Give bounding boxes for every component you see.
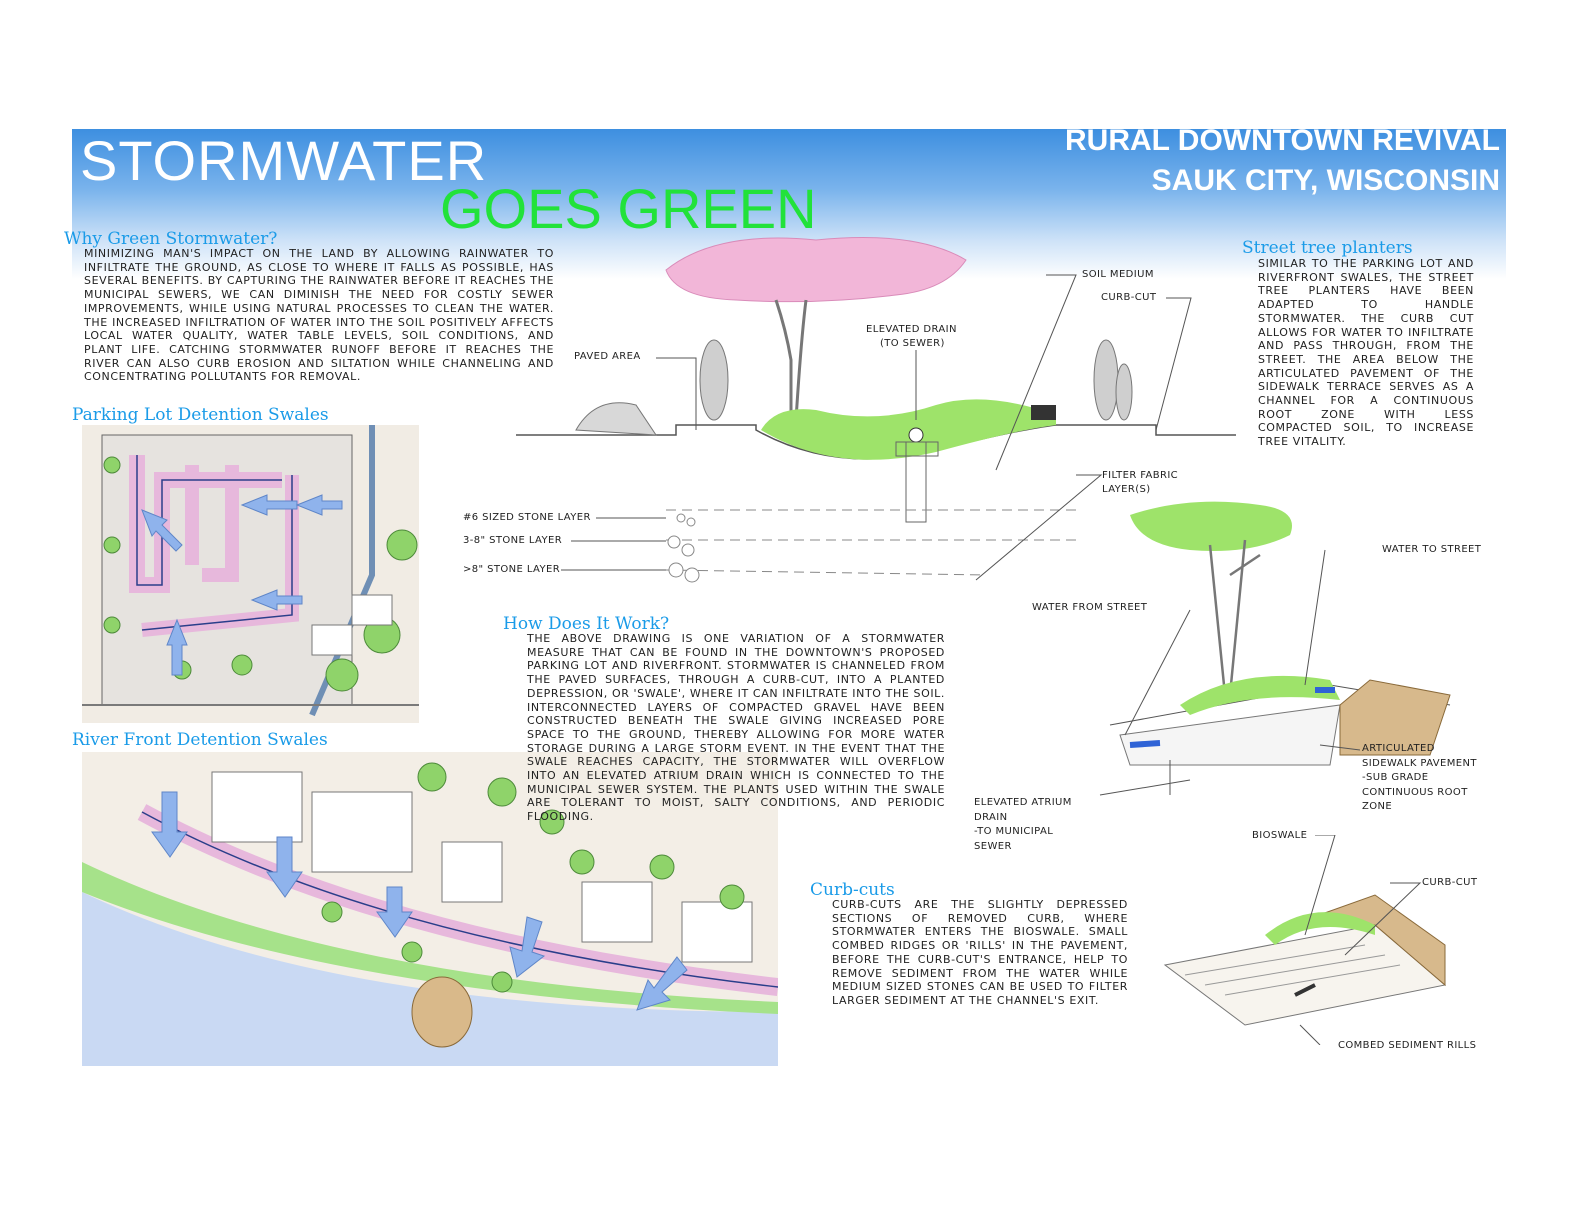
- label-articulated-pavement: Articulated sidewalk pavement -sub grade…: [1362, 743, 1477, 812]
- swale-section-drawing: [516, 237, 1236, 583]
- title-goes-green: GOES GREEN: [440, 177, 817, 240]
- title-stormwater: STORMWATER: [80, 129, 488, 192]
- why-heading: Why Green Stormwater?: [64, 229, 278, 249]
- street-tree-heading: Street tree planters: [1242, 238, 1413, 258]
- label-water-from-street: Water from street: [1032, 602, 1148, 613]
- street-tree-text: Similar to the parking lot and riverfron…: [1258, 257, 1474, 449]
- label-filter-fabric: Filter fabric: [1102, 470, 1179, 481]
- label-curb-cut-2: Curb-cut: [1422, 877, 1478, 888]
- parking-heading: Parking Lot Detention Swales: [72, 405, 329, 425]
- project-location: SAUK CITY, WISCONSIN: [1151, 164, 1500, 197]
- street-tree-planter-drawing: [1099, 501, 1451, 796]
- river-front-plan: [82, 752, 778, 1066]
- curb-heading: Curb-cuts: [810, 880, 895, 900]
- label-stone-6: #6 sized stone layer: [463, 512, 591, 523]
- label-filter-layers: layer(s): [1102, 484, 1151, 495]
- river-heading: River Front Detention Swales: [72, 730, 328, 750]
- label-elevated-drain: Elevated drain: [866, 324, 957, 335]
- how-text: The above drawing is one variation of a …: [527, 632, 945, 824]
- label-bioswale: Bioswale: [1252, 830, 1308, 841]
- label-stone-8: >8" stone layer: [463, 564, 561, 575]
- curb-text: Curb-cuts are the slightly depressed sec…: [832, 898, 1128, 1007]
- curb-cut-drawing: [1163, 835, 1447, 1045]
- project-name: RURAL DOWNTOWN REVIVAL: [1065, 124, 1500, 157]
- label-water-to-street: Water to street: [1382, 544, 1482, 555]
- how-heading: How Does It Work?: [503, 614, 670, 634]
- parking-lot-plan: [82, 425, 419, 723]
- label-elevated-atrium-drain: Elevated atrium drain -To municipal sewe…: [974, 797, 1072, 852]
- label-stone-3-8: 3-8" stone layer: [463, 535, 563, 546]
- label-paved-area: Paved area: [574, 351, 641, 362]
- label-curb-cut: Curb-cut: [1101, 292, 1157, 303]
- label-soil-medium: Soil medium: [1082, 269, 1154, 280]
- label-to-sewer: (to sewer): [880, 338, 945, 349]
- why-text: Minimizing man's impact on the land by a…: [84, 247, 554, 384]
- label-combed-rills: Combed sediment rills: [1338, 1040, 1477, 1051]
